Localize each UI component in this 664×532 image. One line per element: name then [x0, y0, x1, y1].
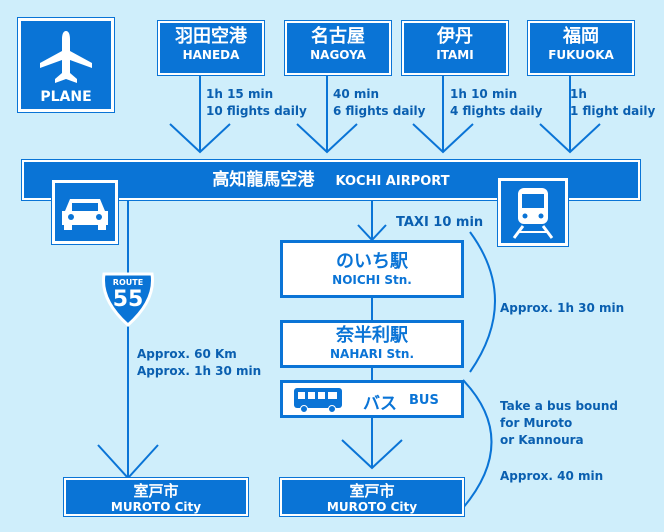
station-jp: のいち駅: [336, 251, 408, 272]
flight-time: 1h: [570, 87, 587, 101]
flight-info-itami: 1h 10 min 4 flights daily: [450, 86, 542, 120]
car-icon: [62, 199, 108, 230]
car-badge: [52, 180, 118, 244]
bus-info-line2: for Muroto: [500, 416, 573, 430]
destination-en: MUROTO City: [326, 500, 418, 514]
origin-jp: 伊丹: [437, 26, 473, 47]
bus-info: Take a bus bound for Muroto or Kannoura: [500, 398, 618, 449]
route-label: ROUTE: [112, 278, 144, 287]
flight-time: 1h 15 min: [206, 87, 274, 101]
bus-label-en: BUS: [409, 393, 439, 408]
origin-jp: 羽田空港: [175, 26, 247, 47]
rail-info: Approx. 1h 30 min: [500, 301, 625, 315]
bus-icon: [294, 388, 342, 413]
flight-frequency: 10 flights daily: [206, 104, 307, 118]
flight-frequency: 4 flights daily: [450, 104, 543, 118]
station-en: NAHARI Stn.: [329, 347, 415, 361]
bus-box: バス BUS: [280, 380, 464, 418]
destination-jp: 室戸市: [349, 482, 395, 500]
origin-haneda: 羽田空港 HANEDA: [158, 21, 264, 75]
bus-info-line1: Take a bus bound: [500, 399, 618, 413]
flight-info-nagoya: 40 min 6 flights daily: [333, 86, 425, 120]
station-nahari: 奈半利駅 NAHARI Stn.: [280, 320, 464, 368]
origin-jp: 福岡: [563, 26, 599, 47]
origin-fukuoka: 福岡 FUKUOKA: [528, 21, 634, 75]
train-icon: [512, 188, 554, 239]
flight-time: 1h 10 min: [450, 87, 518, 101]
airport-name-en: KOCHI AIRPORT: [335, 174, 450, 189]
destination-jp: 室戸市: [133, 482, 179, 500]
origin-en: FUKUOKA: [548, 48, 614, 62]
airplane-icon: [40, 31, 92, 83]
bus-label-jp: バス: [363, 394, 397, 414]
station-jp: 奈半利駅: [336, 325, 408, 346]
destination-en: MUROTO City: [110, 500, 202, 514]
flight-frequency: 1 flight daily: [570, 104, 656, 118]
plane-badge: PLANE: [18, 18, 114, 112]
flight-time: 40 min: [333, 87, 380, 101]
station-noichi: のいち駅 NOICHI Stn.: [280, 240, 464, 298]
destination-rail: 室戸市 MUROTO City: [280, 478, 464, 516]
origin-nagoya: 名古屋 NAGOYA: [285, 21, 391, 75]
road-distance: Approx. 60 Km: [137, 347, 237, 361]
flight-info-fukuoka: 1h 1 flight daily: [570, 86, 655, 120]
origin-jp: 名古屋: [311, 26, 365, 47]
origin-en: NAGOYA: [310, 48, 366, 62]
road-time: Approx. 1h 30 min: [137, 364, 262, 378]
airport-name-jp: 高知龍馬空港: [212, 170, 315, 190]
road-info: Approx. 60 Km Approx. 1h 30 min: [137, 346, 261, 380]
origin-en: ITAMI: [436, 48, 474, 62]
origin-itami: 伊丹 ITAMI: [402, 21, 508, 75]
taxi-info: TAXI 10 min: [396, 215, 484, 230]
station-en: NOICHI Stn.: [332, 273, 412, 287]
route-55-sign: ROUTE 55: [98, 270, 158, 328]
destination-road: 室戸市 MUROTO City: [64, 478, 248, 516]
origin-en: HANEDA: [182, 48, 240, 62]
plane-label: PLANE: [40, 89, 92, 105]
route-number: 55: [112, 287, 144, 312]
route-shield-icon: [102, 272, 154, 328]
bus-time: Approx. 40 min: [500, 469, 604, 483]
flight-frequency: 6 flights daily: [333, 104, 426, 118]
flight-info-haneda: 1h 15 min 10 flights daily: [206, 86, 307, 120]
bus-info-line3: or Kannoura: [500, 433, 584, 447]
train-badge: [498, 178, 568, 246]
